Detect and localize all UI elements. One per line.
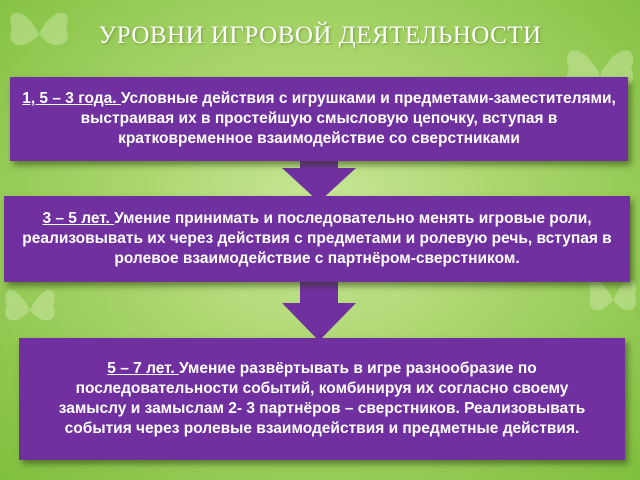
level-text: Умение принимать и последовательно менят… [22,210,612,267]
level-text: Условные действия с игрушками и предмета… [80,90,616,147]
level-age: 3 – 5 лет. [42,210,115,227]
level-box-1: 1, 5 – 3 года. Условные действия с игруш… [10,77,628,161]
level-age: 1, 5 – 3 года. [22,90,121,107]
level-box-2: 3 – 5 лет. Умение принимать и последоват… [4,196,630,282]
down-arrow-icon [282,279,356,341]
level-box-3: 5 – 7 лет. Умение развёртывать в игре ра… [19,338,625,460]
page-title: УРОВНИ ИГРОВОЙ ДЕЯТЕЛЬНОСТИ [98,22,542,49]
level-age: 5 – 7 лет. [107,360,179,377]
butterfly-decoration [589,280,637,311]
butterfly-decoration [10,12,68,46]
down-arrow-icon [282,158,356,202]
butterfly-decoration [5,290,55,321]
level-text: Умение развёртывать в игре разнообразие … [58,360,586,437]
